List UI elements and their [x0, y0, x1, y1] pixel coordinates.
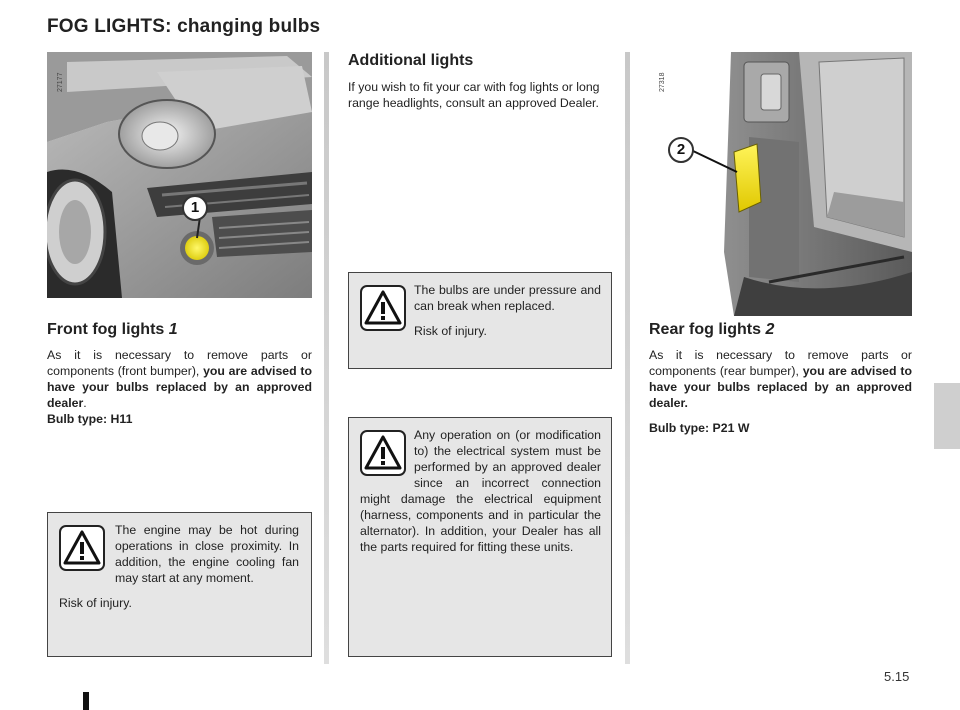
paragraph-text: As it is necessary to remove parts or co…: [649, 348, 912, 378]
paragraph-bold-text: you are advised to have your bulbs repla…: [47, 364, 312, 410]
photo-reference-number: 27177: [57, 72, 64, 92]
warning-box-engine-hot: The engine may be hot during operations …: [47, 512, 312, 657]
page-number: 5.15: [884, 669, 910, 684]
section-heading-rear-fog-lights: Rear fog lights 2: [649, 321, 774, 339]
callout-number-2: 2: [668, 137, 694, 163]
warning-triangle-icon: [360, 285, 406, 331]
front-fog-light-photo: 27177 1: [47, 52, 312, 298]
callout-number-1: 1: [182, 195, 208, 221]
paragraph-text: As it is necessary to remove parts or co…: [47, 348, 312, 378]
warning-box-bulbs-pressure: The bulbs are under pressure and can bre…: [348, 272, 612, 369]
photo-reference-number: 27318: [659, 72, 666, 92]
section-heading-front-fog-lights: Front fog lights 1: [47, 321, 178, 339]
warning-triangle-icon: [59, 525, 105, 571]
heading-text: Rear fog lights: [649, 321, 762, 338]
warning-message: The bulbs are under pressure and can bre…: [414, 283, 601, 313]
additional-lights-paragraph: If you wish to fit your car with fog lig…: [348, 80, 600, 110]
warning-risk: Risk of injury.: [59, 596, 132, 610]
warning-box-electrical-system: Any operation on (or modification to) th…: [348, 417, 612, 657]
print-corner-mark: [83, 692, 89, 710]
column-divider-left: [324, 52, 329, 664]
paragraph-bold-text: you are advised to have your bulbs repla…: [649, 364, 912, 410]
front-fog-lights-paragraph: As it is necessary to remove parts or co…: [47, 347, 312, 427]
warning-message: The engine may be hot during operations …: [115, 523, 299, 585]
column-divider-right: [625, 52, 630, 664]
chapter-side-tab: [934, 383, 960, 449]
warning-text: The engine may be hot during operations …: [59, 522, 299, 611]
bulb-type-rear: Bulb type: P21 W: [649, 421, 750, 435]
warning-text: Any operation on (or modification to) th…: [360, 427, 601, 555]
bulb-type-front: Bulb type: H11: [47, 412, 133, 426]
rear-fog-light-photo: 27318 2: [649, 52, 912, 316]
paragraph-end-text: .: [83, 396, 87, 410]
warning-risk: Risk of injury.: [414, 324, 487, 338]
heading-reference-number: 2: [765, 321, 775, 338]
warning-text: The bulbs are under pressure and can bre…: [414, 282, 601, 339]
heading-reference-number: 1: [168, 321, 178, 338]
warning-message: Any operation on (or modification to) th…: [360, 428, 601, 554]
page-title: FOG LIGHTS: changing bulbs: [47, 16, 321, 37]
heading-text: Front fog lights: [47, 321, 165, 338]
section-heading-additional-lights: Additional lights: [348, 52, 474, 69]
warning-triangle-icon: [360, 430, 406, 476]
rear-fog-lights-paragraph: As it is necessary to remove parts or co…: [649, 347, 912, 436]
